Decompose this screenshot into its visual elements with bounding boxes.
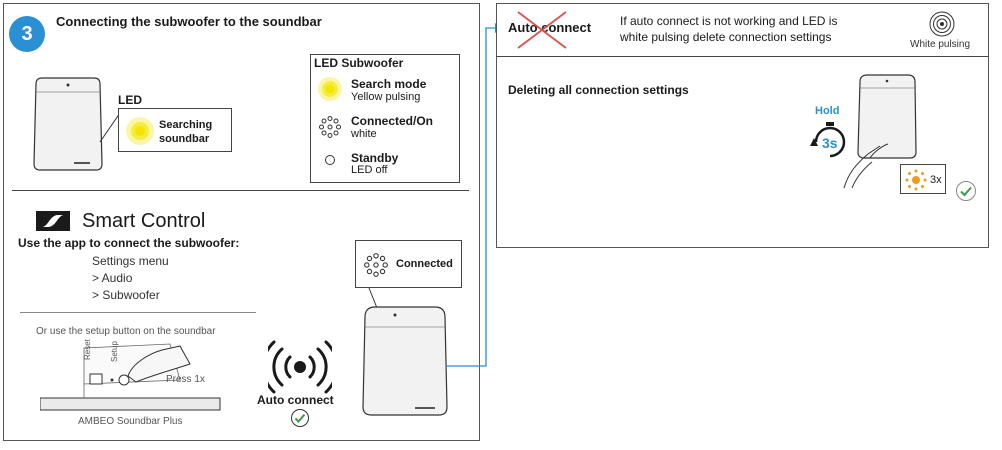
legend-item-search-mode-sub: Yellow pulsing [351,91,421,103]
led-white-ring-icon [364,253,388,277]
led-orange-icon [905,169,927,191]
menu-path-audio: > Audio [92,271,133,285]
press-once-label: Press 1x [166,374,205,385]
led-yellow-icon [318,77,342,101]
auto-connect-label: Auto connect [257,393,334,407]
legend-title: LED Subwoofer [314,56,404,70]
setup-button-hint: Or use the setup button on the soundbar [36,326,216,337]
hold-time: 3s [822,135,838,151]
connected-callout-text: Connected [396,258,453,270]
white-pulsing-label: White pulsing [910,39,971,50]
delete-settings-heading: Deleting all connection settings [508,83,689,97]
step-number-badge: 3 [9,16,45,52]
led-white-ring-icon [319,116,341,138]
led-yellow-icon [126,117,154,145]
setup-label: Setup [110,341,119,362]
right-panel-divider [496,56,989,57]
legend-item-connected-sub: white [351,128,377,140]
white-pulsing-icon [929,11,955,37]
section-divider [12,190,469,191]
led-off-icon [325,155,335,165]
step-title: Connecting the subwoofer to the soundbar [56,14,322,29]
legend-item-standby: Standby [351,151,399,165]
check-icon [956,181,976,201]
searching-callout-text: Searching soundbar [159,119,213,145]
legend-item-connected: Connected/On [351,114,434,128]
connected-callout: Connected [355,240,462,288]
hold-timer-icon [810,122,846,158]
menu-path-subwoofer: > Subwoofer [92,288,160,302]
app-instruction: Use the app to connect the subwoofer: [18,236,240,250]
setup-divider [20,312,256,313]
hold-label: Hold [815,105,840,117]
led-label: LED [118,93,142,107]
press-count: 3x [930,174,942,186]
legend-item-standby-sub: LED off [351,164,388,176]
auto-connect-note: If auto connect is not working and LED i… [620,14,838,44]
smart-control-title: Smart Control [82,210,206,232]
press-count-callout: 3x [900,164,946,194]
soundbar-setup-illustration [40,343,221,411]
soundbar-name: AMBEO Soundbar Plus [78,416,183,427]
broadcast-icon [268,340,332,394]
cross-icon [517,11,567,49]
menu-path-settings: Settings menu [92,254,169,268]
check-icon [291,409,309,427]
searching-callout: Searching soundbar [118,108,232,152]
hand-illustration [843,143,889,189]
led-legend-box [310,54,460,183]
subwoofer-illustration-large [362,306,448,416]
sennheiser-logo-icon [36,211,70,231]
subwoofer-illustration [33,77,103,171]
subwoofer-reset-illustration [857,74,917,159]
auto-connect-crossed-label: Auto connect [508,20,592,35]
reset-label: Reset [83,339,92,360]
legend-item-search-mode: Search mode [351,77,427,91]
